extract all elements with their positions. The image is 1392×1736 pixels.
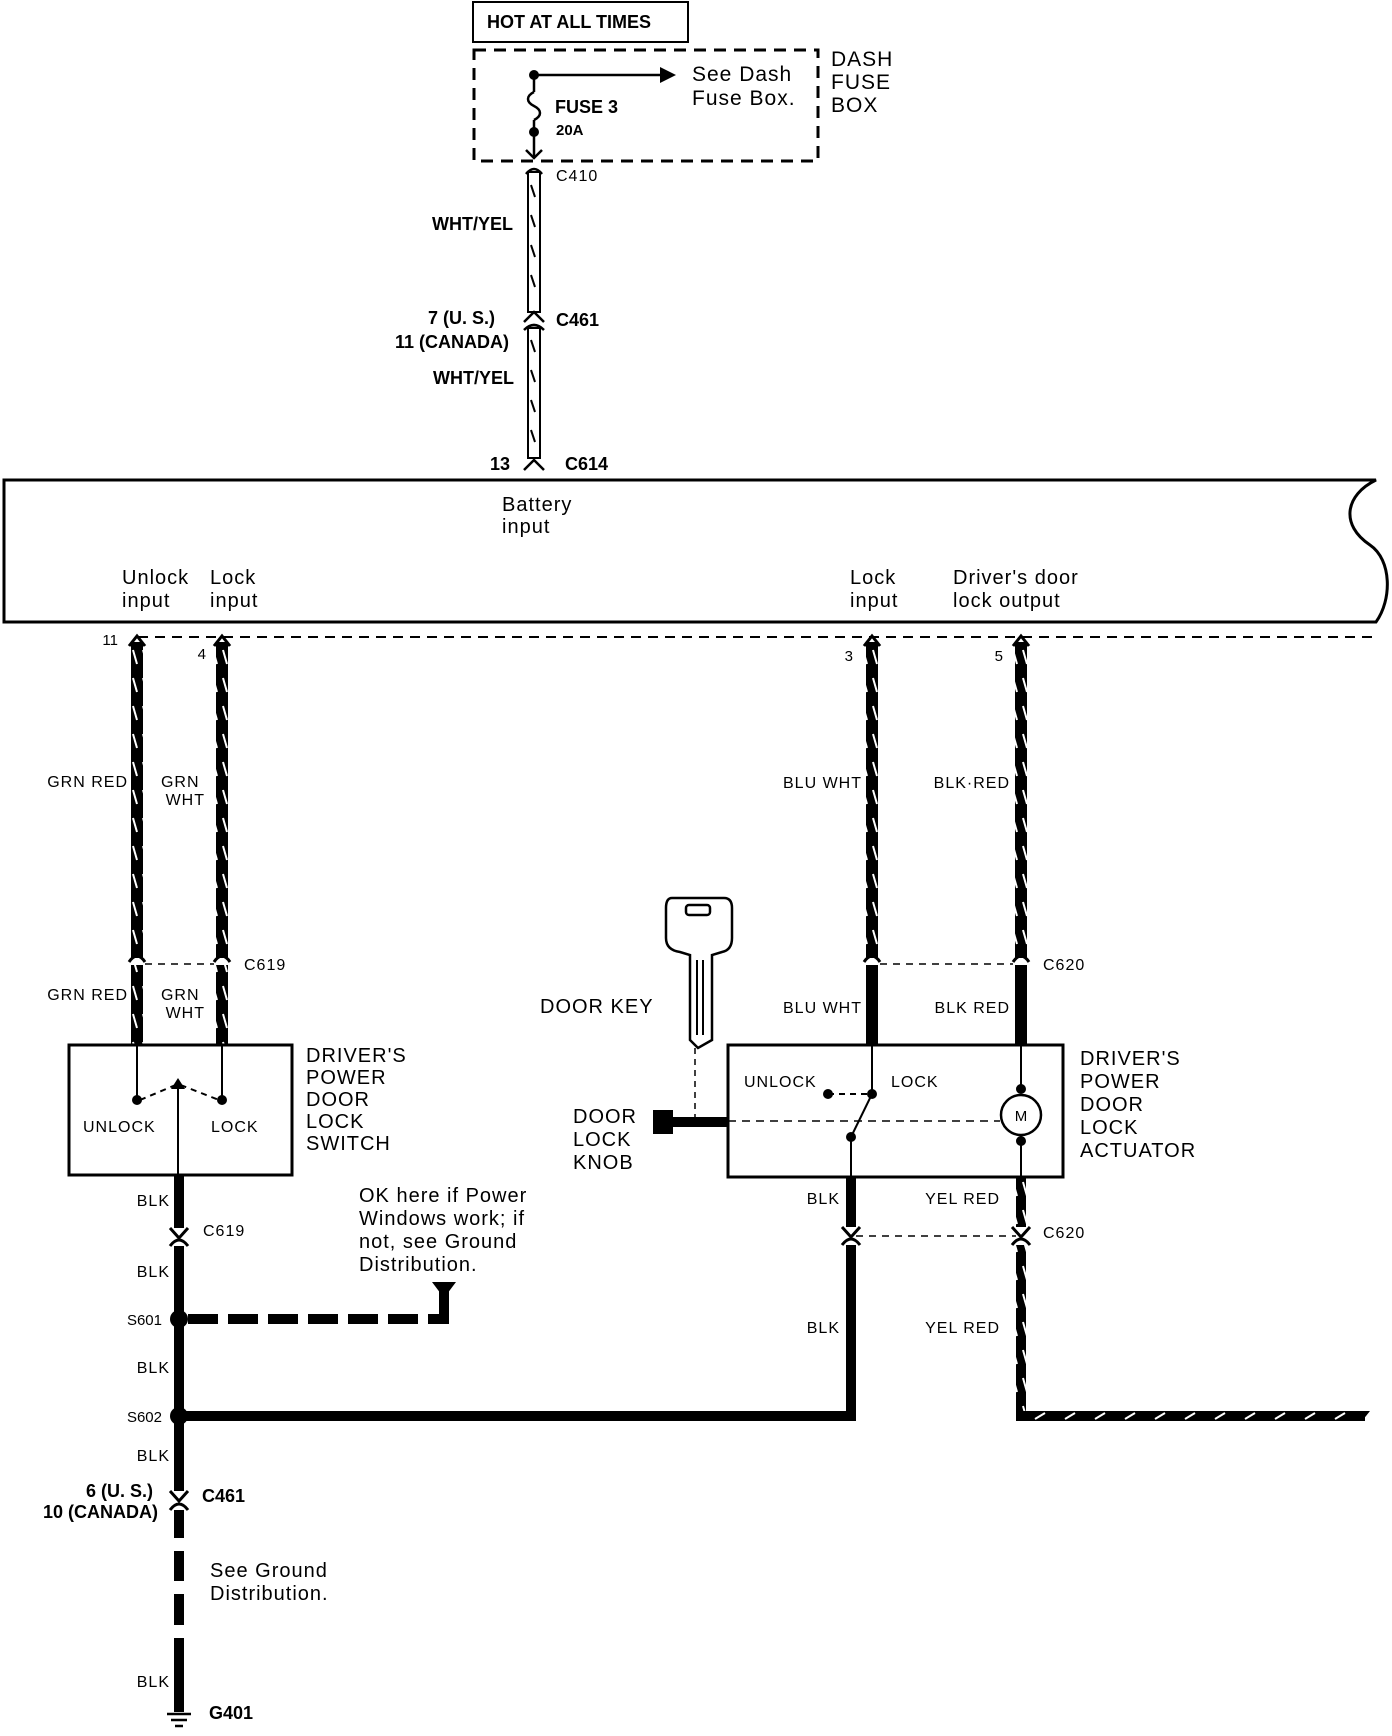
wire-color-blk-r1: BLK <box>807 1191 840 1208</box>
door-lock-switch-name: DRIVER'S POWER DOOR LOCK SWITCH <box>306 1045 413 1155</box>
pin-5: 5 <box>995 648 1003 665</box>
fuse-name: FUSE 3 <box>555 97 618 117</box>
hot-at-all-times-label: HOT AT ALL TIMES <box>487 12 651 32</box>
wire-color-blk-l3: BLK <box>137 1360 170 1377</box>
ground-g401-icon <box>167 1712 191 1728</box>
pin-4: 4 <box>198 646 206 663</box>
connector-c614-icon <box>523 458 545 471</box>
ground-g401-label: G401 <box>209 1703 253 1723</box>
connector-c461-top-icon <box>523 323 545 331</box>
wire-color-blk-red-lower: BLK RED <box>935 1000 1010 1017</box>
fuse-icon <box>526 90 542 122</box>
ground-wire-right <box>840 1177 1365 1421</box>
control-unit-box <box>2 478 1389 624</box>
connector-c620-label: C620 <box>1043 957 1085 974</box>
wire-color-blk-l4: BLK <box>137 1448 170 1465</box>
actuator-switch <box>828 1045 873 1177</box>
wire-color-blu-wht-lower: BLU WHT <box>783 1000 862 1017</box>
pin-3: 3 <box>845 648 853 665</box>
wire-color-yel-red-r1: YEL RED <box>925 1191 1000 1208</box>
wire-color-blk-r2: BLK <box>807 1320 840 1337</box>
splice-s601-label: S601 <box>127 1312 162 1329</box>
wire-color-blk-l2: BLK <box>137 1264 170 1281</box>
connector-c410-label: C410 <box>556 168 598 185</box>
splice-s601-icon <box>170 1310 188 1328</box>
lock-input-left-label: Lock input <box>210 567 263 612</box>
wire-color-grn-wht-upper: GRN WHT <box>161 774 205 809</box>
arrow-right-icon <box>660 67 676 83</box>
wire-color-grn-red-lower: GRN RED <box>47 987 128 1004</box>
wires-lower <box>131 965 1027 1045</box>
connector-c614-pin: 13 <box>490 454 510 474</box>
switch-contacts <box>136 1045 223 1175</box>
wire-wht-yel-lower <box>527 327 541 459</box>
splice-s602-label: S602 <box>127 1409 162 1426</box>
lock-input-right-label: Lock input <box>850 567 903 612</box>
ground-arrow-icon <box>432 1282 456 1298</box>
connector-c614-label: C614 <box>565 454 608 474</box>
wire-color-wht-yel-lower: WHT/YEL <box>433 368 514 388</box>
door-lock-actuator-name: DRIVER'S POWER DOOR LOCK ACTUATOR <box>1080 1048 1196 1162</box>
hot-at-all-times-box <box>472 1 689 43</box>
connector-c461-bottom-pins: 6 (U. S.) 10 (CANADA) <box>43 1481 158 1522</box>
wire-color-blk-red-upper: BLK·RED <box>934 775 1010 792</box>
connector-c620-icon <box>862 954 1031 965</box>
switch-unlock-label: UNLOCK <box>83 1119 156 1136</box>
switch-lock-label: LOCK <box>211 1119 259 1136</box>
connector-c461-bottom-label: C461 <box>202 1486 245 1506</box>
door-key-icon <box>664 896 734 1050</box>
actuator-lock-label: LOCK <box>891 1074 939 1091</box>
connector-c619-label: C619 <box>244 957 286 974</box>
dash-fuse-box-outline <box>472 48 820 163</box>
battery-input-label: Battery input <box>502 494 579 538</box>
wire-color-grn-wht-lower: GRN WHT <box>161 987 205 1022</box>
drivers-door-lock-output-label: Driver's door lock output <box>953 567 1085 612</box>
wire-color-blk-l1: BLK <box>137 1193 170 1210</box>
door-lock-switch-box <box>67 1043 294 1177</box>
pin-11: 11 <box>102 632 118 649</box>
door-lock-knob-icon <box>653 1110 673 1134</box>
wire-color-yel-red-r2: YEL RED <box>925 1320 1000 1337</box>
connector-c620-lower-label: C620 <box>1043 1225 1085 1242</box>
connector-c619-lower-label: C619 <box>203 1223 245 1240</box>
connector-c461-top-pins: 7 (U. S.) 11 (CANADA) <box>395 308 509 352</box>
door-key-label: DOOR KEY <box>540 996 654 1018</box>
connector-c461-top-label: C461 <box>556 310 599 330</box>
door-lock-knob-label: DOOR LOCK KNOB <box>573 1106 644 1174</box>
connector-c619-icon <box>127 954 232 965</box>
wire-color-grn-red-upper: GRN RED <box>47 774 128 791</box>
see-dash-fuse-box-note: See Dash Fuse Box. <box>692 63 799 110</box>
wire-color-blk-l5: BLK <box>137 1674 170 1691</box>
wires-upper <box>127 633 1031 958</box>
actuator-unlock-label: UNLOCK <box>744 1074 817 1091</box>
see-ground-distribution-note: See Ground Distribution. <box>210 1560 334 1605</box>
unlock-input-label: Unlock input <box>122 567 196 612</box>
wire-color-blu-wht-upper: BLU WHT <box>783 775 862 792</box>
ok-here-note: OK here if Power Windows work; if not, s… <box>359 1185 534 1276</box>
dash-fuse-box-label: DASH FUSE BOX <box>831 48 900 117</box>
motor-label: M <box>1015 1108 1028 1125</box>
wire-color-wht-yel-upper: WHT/YEL <box>432 214 513 234</box>
ground-wire-left <box>168 1175 190 1712</box>
fuse-rating: 20A <box>556 122 584 139</box>
